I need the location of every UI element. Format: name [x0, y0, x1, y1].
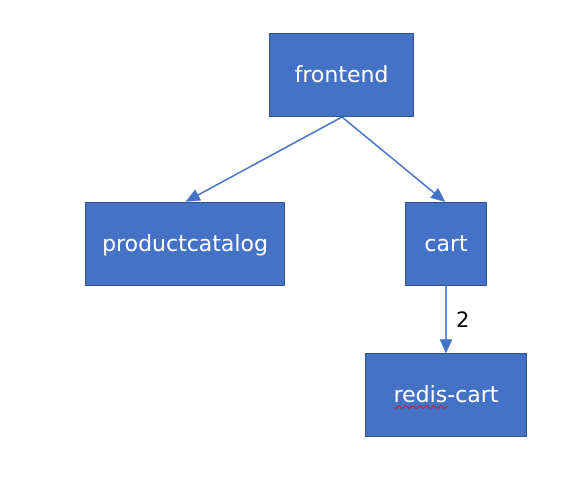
node-cart-label: cart — [424, 231, 468, 257]
edge-label-cart-redis: 2 — [456, 308, 470, 332]
node-cart[interactable]: cart — [405, 202, 487, 286]
node-productcatalog[interactable]: productcatalog — [85, 202, 285, 286]
node-redis-cart-label: redis-cart — [394, 383, 499, 408]
node-productcatalog-label: productcatalog — [102, 231, 268, 257]
node-redis-cart-label-part2: -cart — [447, 382, 499, 408]
node-redis-cart-label-part1: redis — [393, 382, 448, 408]
edge-frontend-cart — [341, 116, 446, 203]
node-redis-cart[interactable]: redis-cart — [365, 353, 527, 437]
node-frontend[interactable]: frontend — [269, 33, 414, 117]
node-frontend-label: frontend — [294, 62, 389, 88]
edge-frontend-productcatalog — [185, 116, 343, 202]
